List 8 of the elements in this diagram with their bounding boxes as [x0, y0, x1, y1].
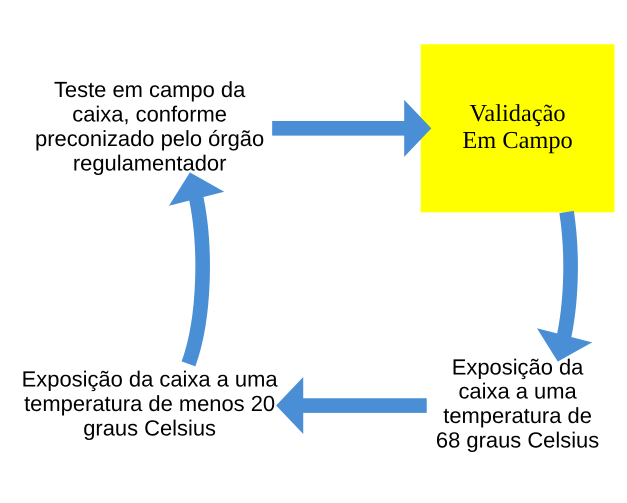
arrow	[536, 210, 592, 362]
node-text: Teste em campo da caixa, conforme preconizado pelo órgão regulamentador	[35, 76, 264, 175]
node-text: Exposição da caixa a uma temperatura de 68 graus Celsius	[436, 354, 600, 452]
arrow	[276, 376, 427, 434]
arrow	[272, 99, 432, 156]
node-text: Exposição da caixa a uma temperatura de menos 20 graus Celsius	[22, 366, 278, 440]
node-box: Validação Em Campo	[420, 44, 614, 212]
arrow	[169, 172, 224, 366]
